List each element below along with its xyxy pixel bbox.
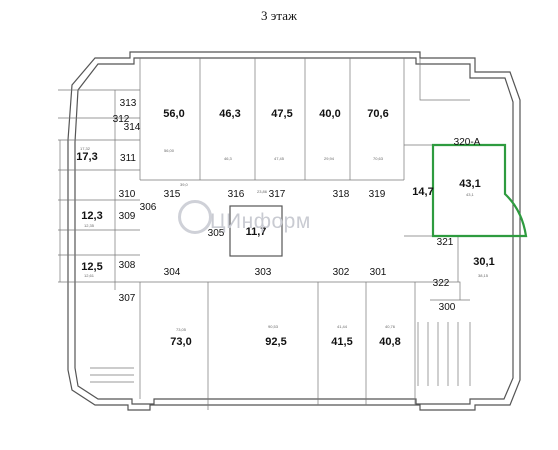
room-number: 305 [208, 228, 225, 239]
stair-core [229, 205, 283, 257]
room-number: 313 [120, 98, 137, 109]
tiny-label: 73,05 [176, 327, 187, 332]
tiny-label: 56,00 [164, 148, 175, 153]
room-number: 312 [113, 114, 130, 125]
room-number: 309 [119, 211, 136, 222]
room-number: 310 [119, 189, 136, 200]
room-number: 321 [437, 237, 454, 248]
room-area: 11,7 [246, 226, 267, 238]
bottom-offices-walls [139, 281, 416, 410]
room-number: 301 [370, 267, 387, 278]
tiny-label: 29,94 [324, 156, 335, 161]
room-area: 47,5 [271, 108, 292, 120]
room-area: 12,5 [81, 261, 102, 273]
building-inner-outline [74, 57, 514, 405]
tiny-label: 47,45 [274, 156, 285, 161]
tiny-label: 70,63 [373, 156, 384, 161]
room-number: 308 [119, 260, 136, 271]
room-number: 314 [124, 122, 141, 133]
room-number: 311 [120, 153, 136, 164]
top-offices-walls [139, 58, 405, 181]
room-area: 56,0 [163, 108, 184, 120]
tiny-label: 46,3 [224, 156, 233, 161]
stair-lines [90, 322, 471, 386]
room-number: 317 [269, 189, 286, 200]
tiny-label: 40,76 [385, 324, 396, 329]
tiny-label: 38,15 [478, 273, 489, 278]
room-number: 319 [369, 189, 386, 200]
left-rooms-walls [58, 89, 140, 290]
room-area: 92,5 [265, 336, 286, 348]
room-area: 46,3 [219, 108, 240, 120]
tiny-label: 23,86 [257, 189, 268, 194]
room-number: 318 [333, 189, 350, 200]
watermark-text: ЦИнформ [210, 210, 311, 233]
watermark-logo-icon [178, 200, 212, 234]
room-area: 40,0 [319, 108, 340, 120]
room-number: 300 [439, 302, 456, 313]
tiny-label: 12,35 [84, 223, 95, 228]
room-area: 73,0 [170, 336, 191, 348]
tiny-label: 17,32 [80, 146, 91, 151]
room-area: 41,5 [331, 336, 352, 348]
room-area: 14,7 [412, 186, 433, 198]
room-area: 43,1 [459, 178, 480, 190]
room-number: 303 [255, 267, 272, 278]
room-number: 302 [333, 267, 350, 278]
room-area: 17,3 [76, 151, 97, 163]
room-number: 320-А [454, 137, 481, 148]
tiny-label: 39,0 [180, 182, 189, 187]
room-area: 30,1 [473, 256, 494, 268]
room-area: 70,6 [367, 108, 388, 120]
room-area: 40,8 [379, 336, 400, 348]
room-number: 315 [164, 189, 181, 200]
highlighted-room-43-1[interactable] [431, 143, 528, 238]
room-number: 304 [164, 267, 181, 278]
tiny-label: 43,1 [466, 192, 475, 197]
tiny-label: 41,44 [337, 324, 348, 329]
room-number: 322 [433, 278, 450, 289]
room-number: 316 [228, 189, 245, 200]
room-number: 306 [140, 202, 157, 213]
room-number: 307 [119, 293, 136, 304]
tiny-label: 90,53 [268, 324, 279, 329]
room-area: 12,3 [81, 210, 102, 222]
tiny-label: 12,61 [84, 273, 95, 278]
floor-title: 3 этаж [261, 8, 297, 23]
